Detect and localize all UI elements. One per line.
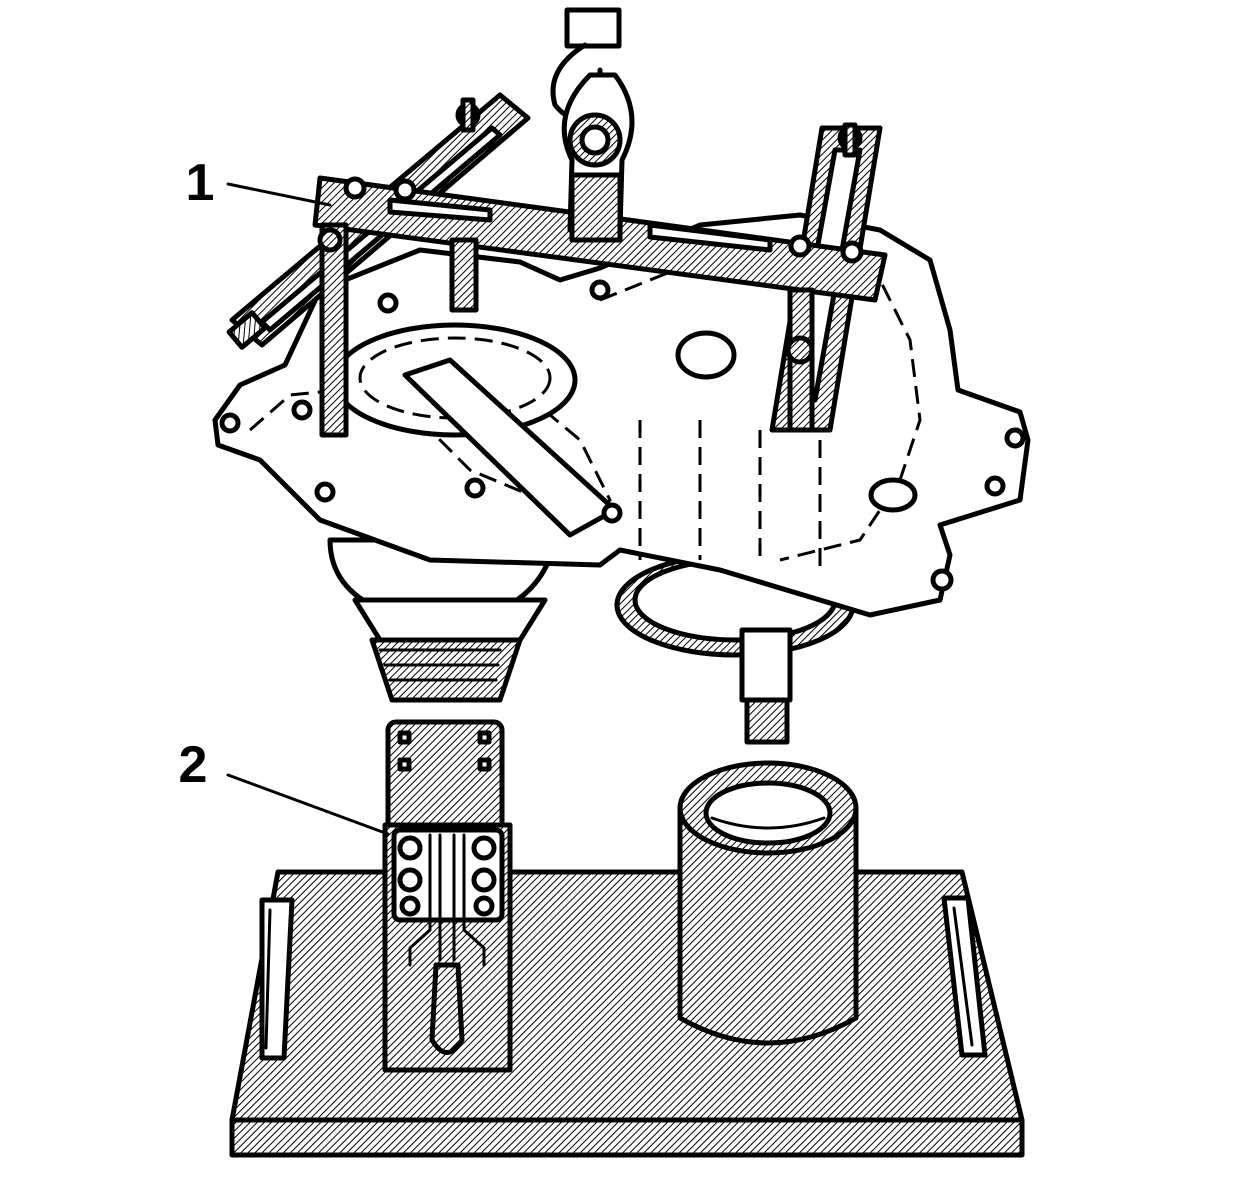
callout-1-label: 1 — [186, 154, 215, 212]
callout-2: 2 — [179, 736, 390, 836]
callout-1-leader — [226, 182, 332, 207]
callout-2-label: 2 — [179, 736, 208, 794]
lifting-fixture — [226, 7, 888, 438]
receiving-sleeve — [677, 760, 859, 1046]
holding-fixture-base — [229, 869, 1025, 1158]
callout-1: 1 — [186, 154, 332, 212]
holding-tool-block — [382, 719, 513, 1073]
callout-2-leader — [226, 773, 390, 836]
